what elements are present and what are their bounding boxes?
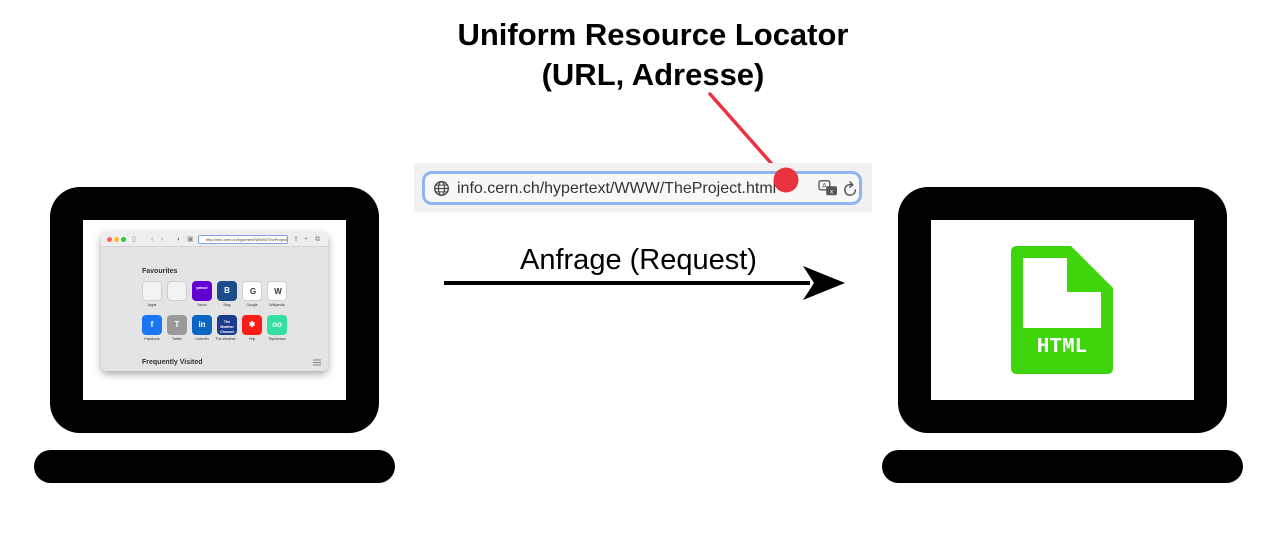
privacy-icon[interactable]: ◐ (177, 236, 182, 243)
favourite-tile[interactable]: W (267, 281, 287, 301)
favourites-heading: Favourites (142, 268, 178, 275)
tab-overview-icon[interactable]: ⧉ (315, 236, 320, 243)
pointer-dot (773, 167, 799, 193)
favourite-tile-label: Bing (223, 303, 231, 307)
client-laptop-base (34, 450, 395, 483)
html-file-label: HTML (1037, 336, 1087, 359)
sidebar-icon[interactable]: ▯ (132, 236, 136, 243)
favourite-tile[interactable]: ✱ (242, 315, 262, 335)
favourite-tile-glyph: ✱ (248, 320, 256, 329)
favourite-tile-label: Apple (147, 303, 157, 307)
favourite-tile[interactable]: G (242, 281, 262, 301)
diagram-title-line1: Uniform Resource Locator (457, 17, 849, 52)
favourite-tile-glyph: T (174, 320, 180, 329)
browser-window: ▯ ‹ › ◐ ▣ http://info.cern.ch/hypertext/… (101, 232, 328, 371)
share-icon[interactable]: ⇧ (293, 236, 299, 243)
minimize-window-button[interactable] (114, 237, 119, 242)
favourite-tile-label: Yahoo (197, 303, 207, 307)
favourite-tile[interactable]: in (192, 315, 212, 335)
favourite-tile[interactable]: yahoo! (192, 281, 212, 301)
server-laptop-base (882, 450, 1243, 483)
globe-icon (434, 181, 449, 196)
favourite-tile-label: Google (246, 303, 258, 307)
back-icon[interactable]: ‹ (151, 236, 154, 243)
favourite-tile-glyph (168, 282, 188, 302)
forward-icon[interactable]: › (161, 236, 164, 243)
maximize-window-button[interactable] (121, 237, 126, 242)
favourite-tile-label: Wikipedia (269, 303, 285, 307)
favourite-tile-label: LinkedIn (195, 337, 209, 341)
favourite-tile[interactable] (167, 281, 187, 301)
favourite-tile-label: Yelp (248, 337, 256, 341)
favourite-tile-glyph: in (198, 320, 206, 329)
settings-icon[interactable] (313, 359, 321, 366)
browser-toolbar: ▯ ‹ › ◐ ▣ http://info.cern.ch/hypertext/… (101, 232, 328, 247)
favourite-tile-label: TripAdvisor (268, 337, 286, 341)
favourite-tile-glyph: oo (272, 320, 282, 329)
translate-icon[interactable]: A x (818, 179, 838, 197)
reload-icon[interactable] (843, 180, 859, 198)
frequently-visited-heading: Frequently Visited (142, 359, 203, 366)
html-file-icon: HTML (1011, 246, 1113, 374)
client-laptop-screen: ▯ ‹ › ◐ ▣ http://info.cern.ch/hypertext/… (83, 220, 346, 400)
favourite-tile-glyph: W (274, 287, 282, 296)
favourite-tile-glyph: B (224, 286, 230, 295)
favourite-tile[interactable]: f (142, 315, 162, 335)
close-window-button[interactable] (107, 237, 112, 242)
favourite-tile[interactable] (142, 281, 162, 301)
request-label: Anfrage (Request) (520, 244, 757, 276)
favourite-tile[interactable]: oo (267, 315, 287, 335)
favourite-tile-glyph: yahoo! (196, 286, 208, 290)
favourite-tile-label: The Weather... (215, 337, 239, 341)
favourite-tile[interactable]: B (217, 281, 237, 301)
svg-text:x: x (830, 188, 834, 195)
address-bar-url: info.cern.ch/hypertext/WWW/TheProject.ht… (457, 180, 777, 197)
favourite-tile-label: Twitter (171, 337, 183, 341)
favourite-tile-glyph (143, 282, 163, 302)
svg-text:A: A (822, 181, 827, 190)
favourite-tile[interactable]: The Weather Channel (217, 315, 237, 335)
favourite-tile[interactable]: T (167, 315, 187, 335)
browser-address-field[interactable]: http://info.cern.ch/hypertext/WWW/ThePro… (198, 235, 288, 244)
diagram-title-line2: (URL, Adresse) (541, 57, 765, 92)
new-tab-icon[interactable]: + (304, 236, 309, 243)
favourite-tile-glyph: f (150, 320, 154, 329)
server-laptop-screen: HTML (931, 220, 1194, 400)
favourite-tile-glyph: The Weather Channel (220, 320, 234, 334)
favourite-tile-label: Facebook (144, 337, 160, 341)
page-menu-icon[interactable]: ▣ (187, 236, 194, 243)
favourite-tile-glyph: G (249, 287, 257, 296)
request-arrow (444, 266, 845, 300)
